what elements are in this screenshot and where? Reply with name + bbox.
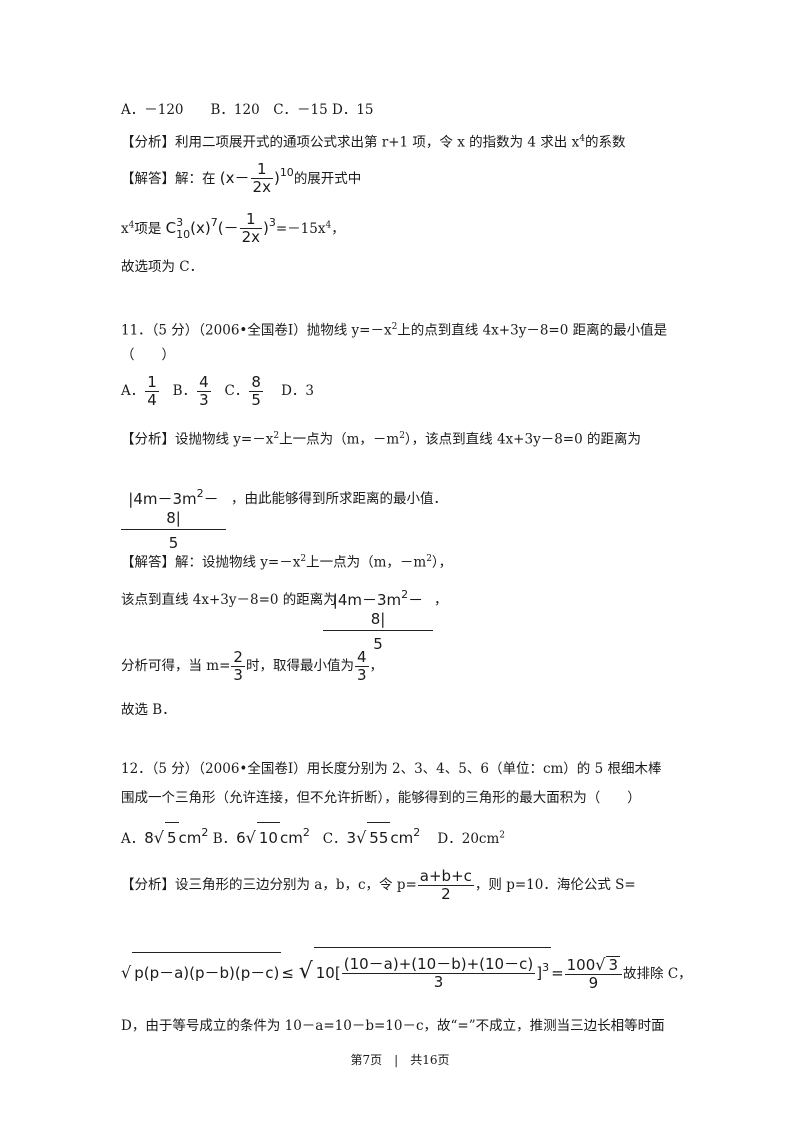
q10-analysis: 【分析】利用二项展开式的通项公式求出第 r+1 项，令 x 的指数为 4 求出 … [121, 134, 626, 151]
q12-stem-2: 围成一个三角形（允许连接，但不允许折断），能够得到的三角形的最大面积为（ ） [121, 790, 641, 806]
q11-stem: 11．（5 分）（2006•全国卷Ⅰ）抛物线 y=－x2上的点到直线 4x+3y… [121, 322, 668, 339]
q11-solution: 【解答】解：设抛物线 y=－x2上一点为（m，－m2）， [121, 554, 453, 571]
q11-analysis: 【分析】设抛物线 y=－x2上一点为（m，－m2），该点到直线 4x+3y－8=… [121, 431, 641, 448]
analysis-label: 【分析】 [121, 431, 175, 448]
analysis-label: 【分析】 [121, 134, 175, 151]
q12-last-line: D，由于等号成立的条件为 10－a=10－b=10－c，故“=”不成立，推测当三… [121, 1018, 665, 1034]
q11-blank: （ ） [121, 347, 175, 363]
page-footer: 第7页 | 共16页 [350, 1053, 450, 1067]
solution-label: 【解答】 [121, 171, 175, 187]
q11-distance-line: 该点到直线 4x+3y－8=0 的距离为 [121, 592, 337, 608]
heron-formula: √p(p－a)(p－b)(p－c)≤ √10[(10－a)+(10－b)+(10… [121, 947, 692, 994]
q10-options: A．－120 B．120 C．－15 D．15 [121, 102, 374, 118]
solution-label: 【解答】 [121, 554, 175, 571]
q10-answer: 故选项为 C． [121, 259, 204, 275]
q11-analysis-tail: ，由此能够得到所求距离的最小值． [231, 491, 447, 507]
distance-fraction: |4m－3m2－8| 5 [121, 487, 226, 552]
distance-fraction-2: |4m－3m2－8| 5 [323, 588, 433, 653]
q12-stem-1: 12．（5 分）（2006•全国卷Ⅰ）用长度分别为 2、3、4、5、6（单位：c… [121, 761, 662, 777]
q11-answer: 故选 B． [121, 702, 176, 718]
analysis-label: 【分析】 [121, 877, 175, 893]
